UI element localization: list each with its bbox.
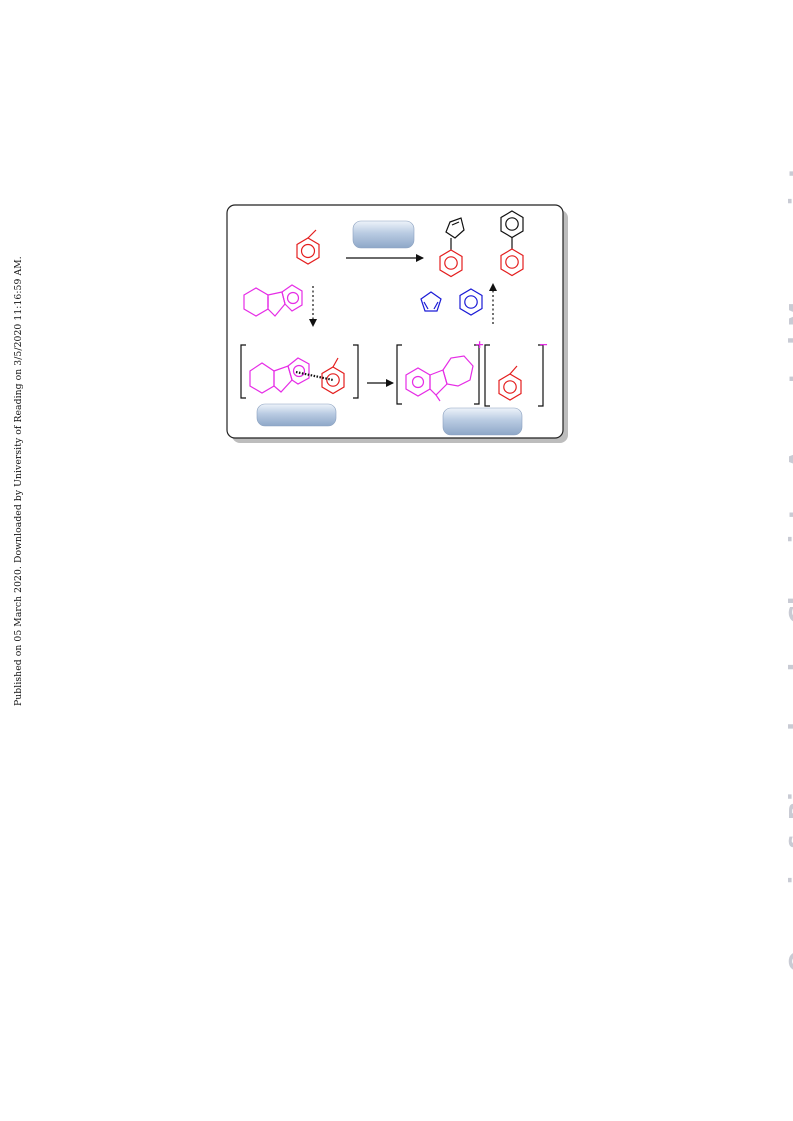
bubble-bottom-left: [256, 403, 337, 427]
anion-charge: −: [539, 338, 548, 351]
product-biaryl: [500, 210, 524, 277]
top-reagent-bubble: [352, 220, 415, 249]
donor-radical-cation: [396, 344, 480, 405]
product-heterobiaryl: [439, 217, 465, 278]
transition-state-complex: [240, 344, 359, 399]
bubble-bottom-right: [442, 407, 523, 436]
donor-molecule: [243, 284, 303, 317]
cation-charge: +: [475, 338, 484, 351]
arene-partners: [420, 288, 483, 316]
aryl-radical-anion: [484, 344, 544, 407]
aryl-reactant: [296, 229, 320, 265]
